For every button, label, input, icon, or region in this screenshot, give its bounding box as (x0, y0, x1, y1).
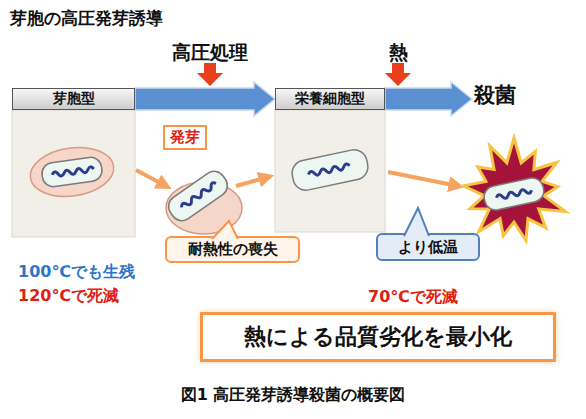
figure-caption: 図1 高圧発芽誘導殺菌の概要図 (181, 385, 406, 406)
germinating-cell (164, 167, 242, 234)
flow-arrow (136, 170, 166, 186)
temperature-note: 120℃で死滅 (18, 286, 119, 307)
process-arrow (385, 82, 472, 116)
temperature-note: 100℃でも生残 (18, 262, 135, 283)
dna-strand (180, 181, 217, 209)
label-box: 芽胞型 (12, 88, 135, 110)
spore-coat (27, 142, 117, 201)
dna-strand (52, 166, 94, 177)
node-label: 発芽 (170, 129, 200, 146)
spore-cell (27, 142, 117, 201)
label-box: 耐熱性の喪失 (165, 236, 300, 263)
flow-arrow (236, 177, 268, 186)
label-box: 発芽 (163, 125, 207, 150)
node-label: 芽胞型 (53, 91, 95, 106)
pressure-arrow (197, 63, 223, 86)
process-label: 高圧処理 (172, 40, 248, 66)
dna-strand (308, 163, 350, 177)
cell-panel (12, 110, 135, 237)
process-arrow (135, 82, 275, 116)
cell-body (41, 156, 104, 188)
process-label: 熱 (389, 40, 408, 66)
starburst-shape (463, 138, 565, 241)
cell-body (164, 167, 231, 225)
cell-body (290, 147, 371, 192)
starburst-node: 殺菌 (472, 84, 556, 234)
label-box: 熱による品質劣化を最小化 (200, 312, 556, 362)
node-label: 栄養細胞型 (295, 91, 365, 106)
flow-arrow (388, 172, 458, 186)
node-label: 殺菌 (472, 84, 516, 107)
callout-pointer (404, 208, 429, 236)
node-label: 熱による品質劣化を最小化 (244, 325, 512, 349)
label-box: より低温 (376, 233, 480, 261)
temperature-note: 70℃で死滅 (368, 287, 458, 308)
diagram-title: 芽胞の高圧発芽誘導 (10, 7, 163, 30)
node-label: より低温 (398, 239, 458, 256)
label-box: 栄養細胞型 (275, 88, 385, 110)
heat-arrow (385, 63, 411, 86)
node-label: 耐熱性の喪失 (188, 241, 278, 258)
cell-panel (275, 110, 385, 232)
vegetative-cell (290, 147, 371, 192)
